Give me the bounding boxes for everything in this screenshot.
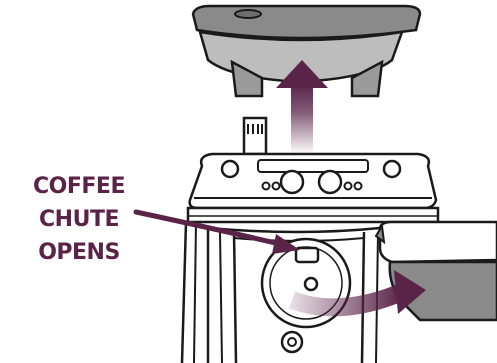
coffee-chute-callout: COFFEE CHUTE OPENS bbox=[4, 170, 154, 269]
release-tab bbox=[244, 118, 266, 154]
callout-line-2: CHUTE bbox=[4, 203, 154, 236]
body-band bbox=[188, 208, 438, 222]
display-window bbox=[258, 160, 368, 172]
right-button bbox=[384, 161, 400, 177]
control-panel bbox=[190, 154, 436, 208]
dial-left bbox=[281, 171, 303, 193]
callout-line-1: COFFEE bbox=[4, 170, 154, 203]
left-button bbox=[222, 161, 238, 177]
base-knob bbox=[282, 332, 302, 352]
chute-opening bbox=[296, 248, 318, 262]
callout-line-3: OPENS bbox=[4, 236, 154, 269]
lid-knob bbox=[235, 10, 261, 18]
dial-right bbox=[319, 171, 341, 193]
